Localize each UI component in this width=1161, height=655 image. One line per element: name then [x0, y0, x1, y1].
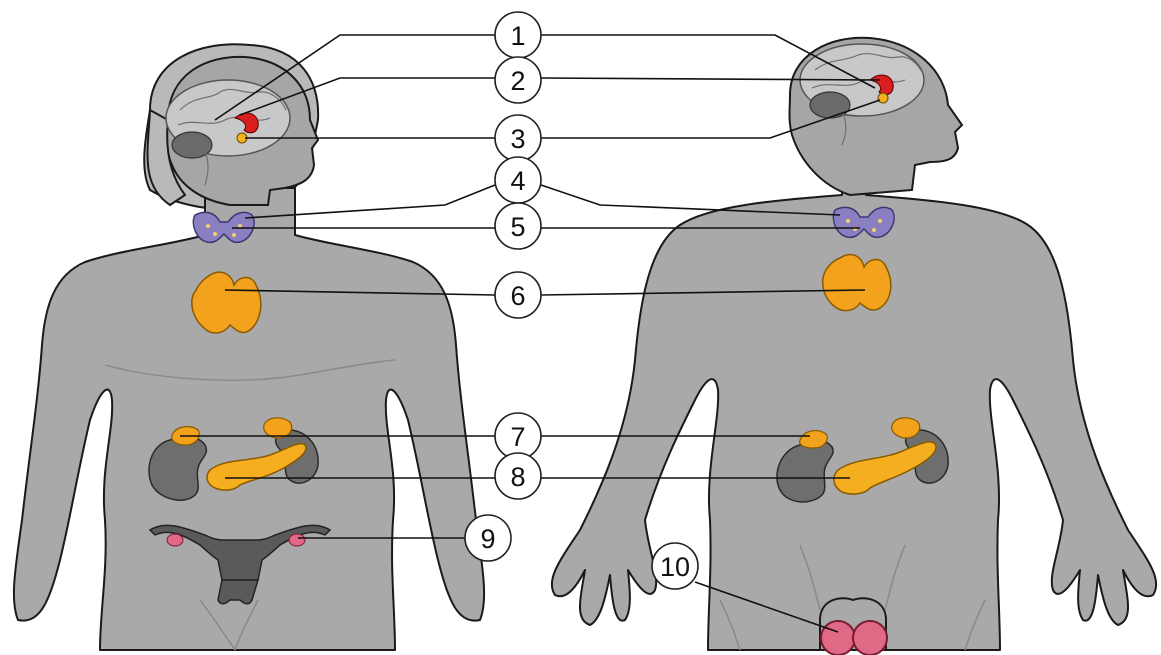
callout-label: 8: [510, 462, 525, 492]
callout-label: 10: [660, 552, 690, 582]
callout-4: 4: [495, 157, 541, 203]
female-adrenal-right: [264, 418, 292, 438]
callout-6: 6: [495, 272, 541, 318]
female-ovary-left: [167, 534, 183, 546]
callout-label: 1: [510, 21, 525, 51]
female-figure: [14, 44, 484, 650]
male-figure: [552, 38, 1156, 655]
male-testis-left: [821, 621, 855, 655]
callout-7: 7: [495, 413, 541, 459]
male-testis-right: [853, 621, 887, 655]
female-thymus: [192, 272, 261, 333]
callout-5: 5: [495, 203, 541, 249]
male-adrenal-right: [892, 418, 920, 438]
callout-label: 9: [480, 524, 495, 554]
callout-label: 2: [510, 66, 525, 96]
callout-8: 8: [495, 453, 541, 499]
callout-1: 1: [495, 12, 541, 58]
callout-label: 3: [510, 124, 525, 154]
callout-2: 2: [495, 57, 541, 103]
callout-10: 10: [652, 543, 698, 589]
female-kidney-left: [149, 437, 206, 500]
male-thymus: [823, 255, 891, 311]
callout-label: 5: [510, 212, 525, 242]
male-testes: [820, 598, 887, 655]
callout-9: 9: [465, 515, 511, 561]
callout-label: 6: [510, 281, 525, 311]
callout-label: 4: [510, 166, 525, 196]
female-ovary-right: [289, 534, 305, 546]
male-pituitary: [878, 93, 888, 103]
callout-3: 3: [495, 115, 541, 161]
callout-label: 7: [510, 422, 525, 452]
